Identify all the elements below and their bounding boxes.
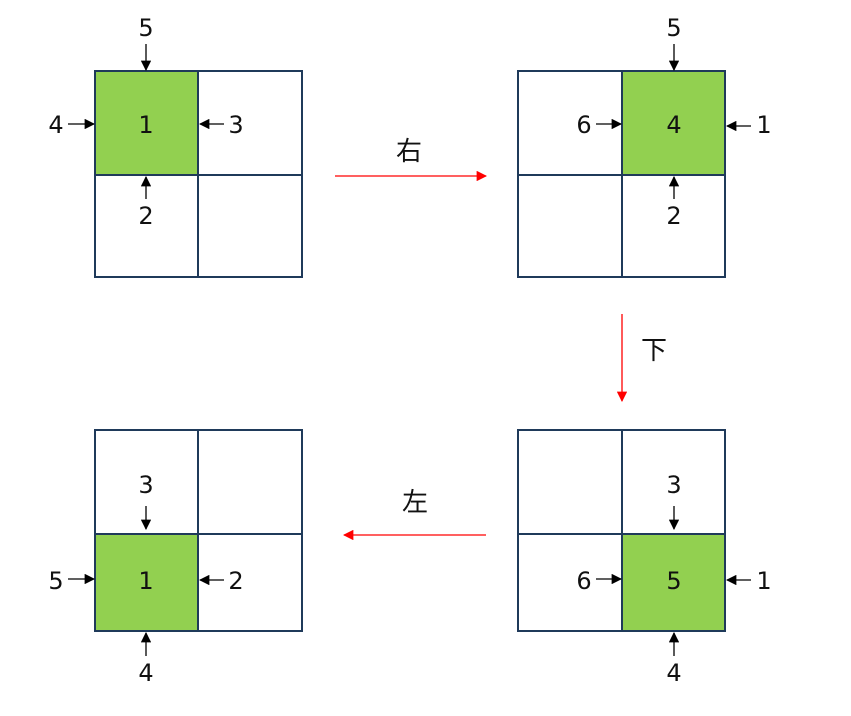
move-right: 右 <box>335 137 488 182</box>
move-right-label: 右 <box>396 137 422 167</box>
panel-top-right: 4 5 6 1 2 <box>517 14 772 278</box>
panel-bottom-right: 5 3 6 1 4 <box>517 429 772 687</box>
left-face-label: 6 <box>576 567 591 595</box>
bottom-face-label: 4 <box>138 659 153 687</box>
cell-bottom-left <box>517 174 623 278</box>
top-face-label: 5 <box>666 14 681 42</box>
cell-bottom-right-active <box>621 533 726 632</box>
move-down: 下 <box>616 314 667 403</box>
center-face-label: 1 <box>138 111 153 139</box>
top-face-label: 3 <box>138 471 153 499</box>
cell-top-right <box>197 429 303 535</box>
cell-bottom-left <box>517 533 623 632</box>
right-face-label: 3 <box>228 111 243 139</box>
cell-bottom-right <box>197 533 303 632</box>
right-face-label: 1 <box>756 111 771 139</box>
cell-top-left <box>517 70 623 176</box>
move-left-label: 左 <box>402 488 428 518</box>
cell-top-right <box>197 70 303 176</box>
left-face-label: 5 <box>48 567 63 595</box>
cell-bottom-right <box>197 174 303 278</box>
center-face-label: 1 <box>138 567 153 595</box>
panel-top-left: 1 5 4 3 2 <box>48 14 303 278</box>
top-face-label: 3 <box>666 471 681 499</box>
right-face-label: 1 <box>756 567 771 595</box>
center-face-label: 5 <box>666 567 681 595</box>
move-left: 左 <box>342 488 486 541</box>
bottom-face-label: 2 <box>138 202 153 230</box>
bottom-face-label: 2 <box>666 202 681 230</box>
top-face-label: 5 <box>138 14 153 42</box>
left-face-label: 6 <box>576 111 591 139</box>
panel-bottom-left: 1 3 5 2 4 <box>48 429 303 687</box>
cell-top-left-active <box>94 70 199 176</box>
center-face-label: 4 <box>666 111 681 139</box>
cell-top-left <box>517 429 623 535</box>
move-down-label: 下 <box>641 336 667 366</box>
bottom-face-label: 4 <box>666 659 681 687</box>
left-face-label: 4 <box>48 111 63 139</box>
right-face-label: 2 <box>228 567 243 595</box>
